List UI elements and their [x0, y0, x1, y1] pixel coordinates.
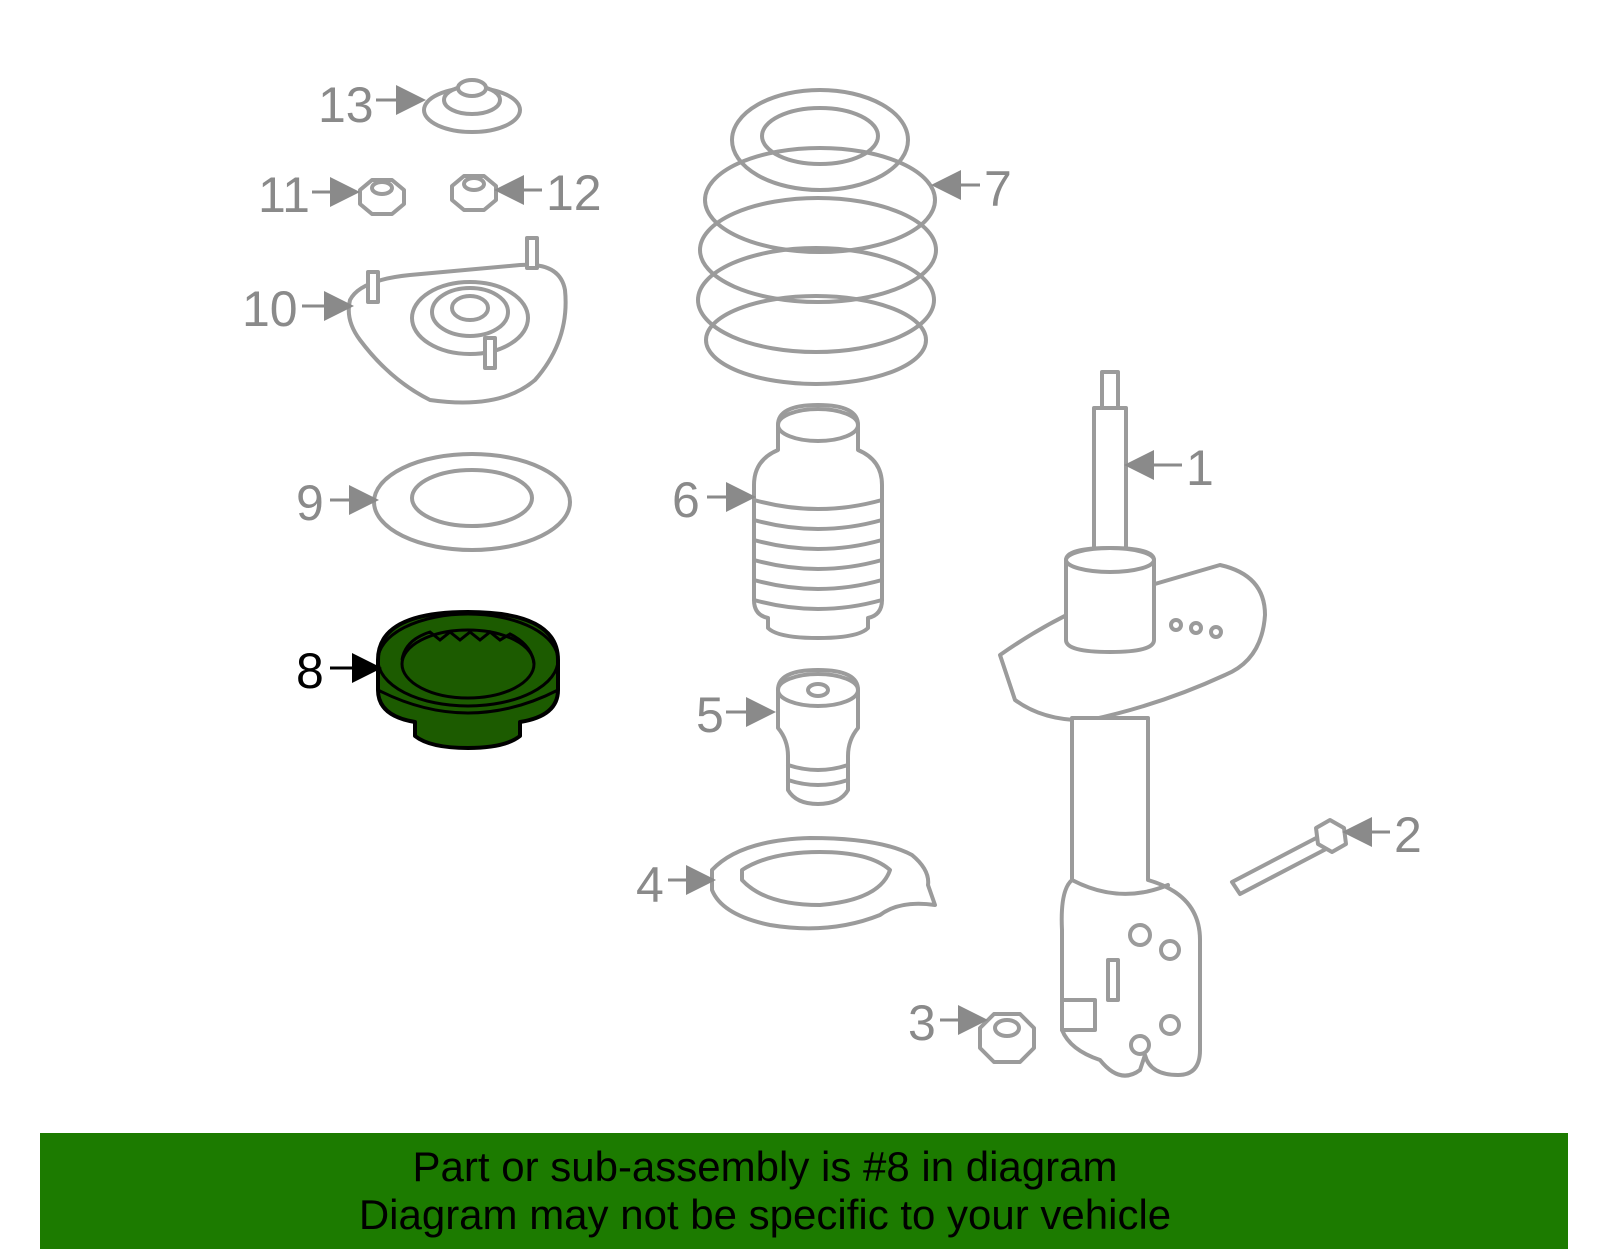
callout-13: 13 — [318, 77, 374, 133]
part-10-strut-mount[interactable] — [346, 236, 568, 405]
info-banner: Part or sub-assembly is #8 in diagram Di… — [40, 1133, 1568, 1249]
callout-12: 12 — [546, 165, 602, 221]
part-3-nut[interactable] — [978, 1012, 1036, 1064]
part-8-spring-seat[interactable] — [376, 610, 560, 750]
part-9-insulator[interactable] — [372, 452, 572, 552]
callout-labels: 13 11 12 10 9 8 6 7 5 4 1 2 3 — [242, 77, 1422, 1051]
callout-6: 6 — [672, 472, 700, 528]
banner-line-1: Part or sub-assembly is #8 in diagram — [412, 1143, 1118, 1190]
callout-8: 8 — [296, 643, 324, 699]
part-12-nut[interactable] — [450, 174, 498, 212]
part-5-bump-stop[interactable] — [776, 668, 860, 806]
part-2-bolt[interactable] — [1230, 818, 1348, 896]
part-7-coil-spring[interactable] — [696, 88, 938, 386]
callout-11: 11 — [258, 167, 310, 223]
callout-leaders — [302, 85, 1390, 1035]
banner-line-2: Diagram may not be specific to your vehi… — [358, 1191, 1172, 1238]
part-13-cap[interactable] — [422, 78, 522, 134]
callout-1: 1 — [1186, 440, 1214, 496]
part-11-nut[interactable] — [358, 178, 406, 216]
callout-2: 2 — [1394, 807, 1422, 863]
part-6-dust-boot[interactable] — [752, 403, 884, 640]
callout-4: 4 — [636, 857, 664, 913]
callout-10: 10 — [242, 281, 298, 337]
part-4-lower-seat[interactable] — [710, 836, 937, 931]
callout-9: 9 — [296, 475, 324, 531]
callout-5: 5 — [696, 687, 724, 743]
callout-7: 7 — [984, 161, 1012, 217]
part-1-strut[interactable] — [998, 370, 1267, 1078]
callout-3: 3 — [908, 995, 936, 1051]
